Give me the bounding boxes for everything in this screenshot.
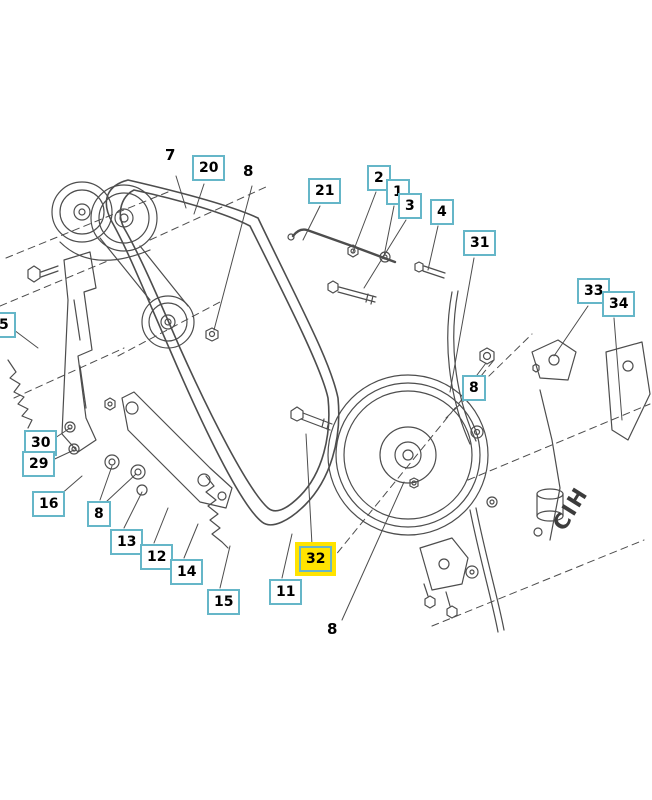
callout-16: 16 bbox=[32, 491, 66, 517]
callout-8-right: 8 bbox=[462, 375, 486, 401]
flanged-nut bbox=[470, 347, 495, 439]
left-bracket bbox=[7, 251, 148, 496]
secondary-belt bbox=[99, 237, 189, 307]
upper-pulley-pair bbox=[51, 181, 158, 261]
upper-rods bbox=[287, 228, 446, 305]
callout-5: 5 bbox=[0, 312, 16, 338]
callout-4: 4 bbox=[430, 199, 454, 225]
callout-7: 7 bbox=[165, 146, 176, 164]
left-spring bbox=[7, 359, 33, 429]
right-linkage bbox=[447, 290, 651, 633]
bottom-bracket bbox=[419, 537, 479, 619]
callout-15: 15 bbox=[207, 589, 241, 615]
callout-8-left: 8 bbox=[87, 501, 111, 527]
callout-21: 21 bbox=[308, 178, 342, 204]
callout-14: 14 bbox=[170, 559, 204, 585]
upper-nut bbox=[205, 327, 219, 342]
drive-belt bbox=[105, 179, 340, 526]
tension-spring bbox=[205, 475, 229, 549]
callout-29: 29 bbox=[22, 451, 56, 477]
callout-8-top: 8 bbox=[243, 162, 254, 180]
callout-2: 2 bbox=[367, 165, 391, 191]
callout-34: 34 bbox=[602, 291, 636, 317]
leader-lines bbox=[13, 175, 623, 621]
callout-31: 31 bbox=[463, 230, 497, 256]
callout-32-highlighted: 32 bbox=[299, 546, 333, 572]
callout-12: 12 bbox=[140, 544, 174, 570]
callout-11: 11 bbox=[269, 579, 303, 605]
callout-20: 20 bbox=[192, 155, 226, 181]
main-pulley bbox=[327, 374, 489, 536]
idler-arm bbox=[121, 391, 233, 549]
callout-13: 13 bbox=[110, 529, 144, 555]
bolt-32 bbox=[290, 406, 333, 431]
callout-8-bottom: 8 bbox=[327, 620, 338, 638]
callout-3: 3 bbox=[398, 193, 422, 219]
